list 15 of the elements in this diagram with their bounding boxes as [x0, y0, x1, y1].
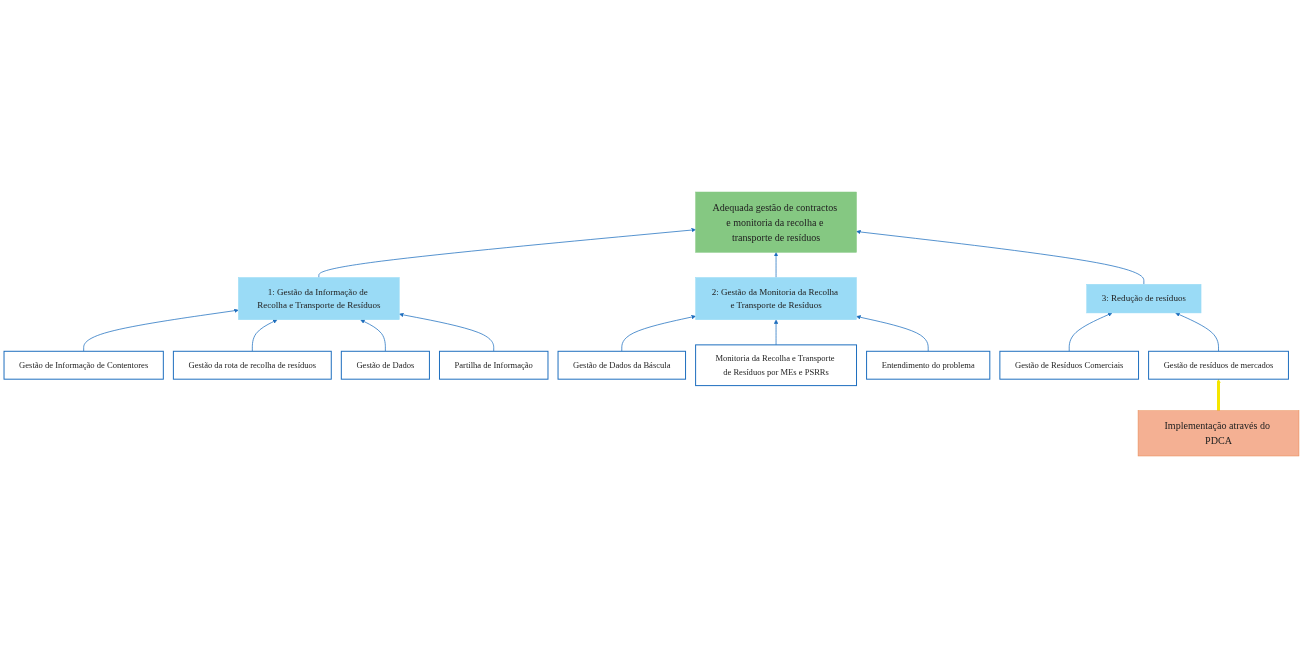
- node-box: Gestão de Dados: [340, 350, 430, 380]
- node-box: Implementação através do PDCA: [1137, 410, 1300, 457]
- node-box: 1: Gestão da Informação de Recolha e Transporte de Resíduos: [238, 277, 400, 320]
- node-box: Gestão de resíduos de mercados: [1148, 350, 1289, 380]
- node-box: Monitoria da Recolha e Transporte de Resíduos por MEs e PSRRs: [695, 344, 857, 387]
- node-box: 2: Gestão da Monitoria da Recolha e Transporte de Resíduos: [695, 277, 857, 320]
- node-box: Partilha de Informação: [438, 350, 549, 380]
- node-box: 3: Redução de resíduos: [1086, 284, 1202, 314]
- node-box: Gestão de Dados da Báscula: [557, 350, 687, 380]
- arrow: [1216, 379, 1221, 411]
- node-box: Gestão de Informação de Contentores: [3, 350, 164, 380]
- node-box: Gestão de Resíduos Comerciais: [999, 350, 1140, 380]
- node-box: Entendimento do problema: [866, 350, 991, 380]
- node-box: Adequada gestão de contractos e monitoria da recolha e transporte de resíduos: [695, 191, 857, 253]
- node-box: Gestão da rota de recolha de resíduos: [172, 350, 332, 380]
